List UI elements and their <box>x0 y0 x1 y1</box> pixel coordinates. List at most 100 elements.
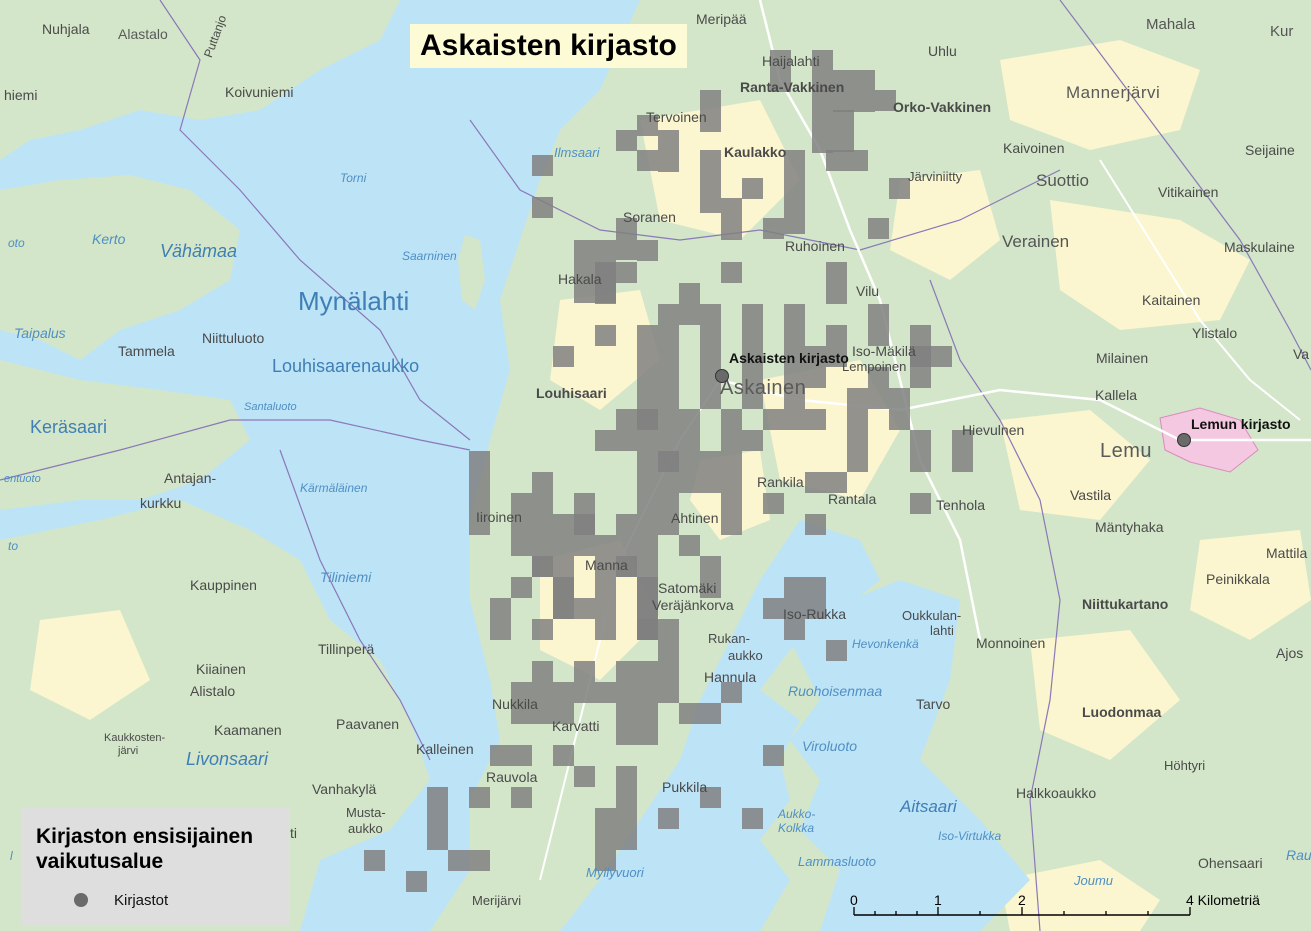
lemun-kirjasto-label[interactable]: Lemun kirjasto <box>1191 416 1291 432</box>
grid-cell <box>784 304 805 325</box>
place-label: Askainen <box>720 377 807 399</box>
place-label: Aitsaari <box>900 797 957 816</box>
grid-cell <box>721 514 742 535</box>
grid-cell <box>658 661 679 682</box>
field-11 <box>1000 860 1160 931</box>
grid-cell <box>700 304 721 325</box>
grid-cell <box>700 367 721 388</box>
grid-cell <box>679 451 700 472</box>
place-label: aukko <box>348 821 383 836</box>
grid-cell <box>553 346 574 367</box>
place-label: Joumu <box>1074 873 1114 888</box>
grid-cell <box>595 598 616 619</box>
grid-cell <box>847 430 868 451</box>
grid-cell <box>742 304 763 325</box>
place-label: Nuhjala <box>42 21 90 37</box>
grid-cell <box>490 619 511 640</box>
place-label: Tarvo <box>916 696 951 712</box>
grid-cell <box>595 682 616 703</box>
border-6 <box>929 279 1061 931</box>
grid-cell <box>532 682 553 703</box>
grid-cell <box>637 367 658 388</box>
grid-cell <box>679 304 700 325</box>
place-label: Alastalo <box>118 26 168 42</box>
grid-cell <box>847 409 868 430</box>
grid-cell <box>658 451 679 472</box>
grid-cell <box>532 514 553 535</box>
grid-cell <box>574 535 595 556</box>
grid-cell <box>637 346 658 367</box>
border-4 <box>469 119 1061 251</box>
grid-cell <box>616 808 637 829</box>
grid-cell <box>490 745 511 766</box>
place-label: Kiiainen <box>196 661 246 677</box>
place-label: Veräjänkorva <box>652 597 734 613</box>
grid-cell <box>742 346 763 367</box>
grid-cell <box>826 325 847 346</box>
grid-cell <box>784 150 805 171</box>
grid-cell <box>553 514 574 535</box>
grid-cell <box>595 283 616 304</box>
grid-cell <box>847 150 868 171</box>
legend-item-kirjastot: Kirjastot <box>74 892 168 909</box>
grid-cell <box>679 430 700 451</box>
grid-cell <box>637 703 658 724</box>
grid-cell <box>553 598 574 619</box>
grid-cell <box>616 787 637 808</box>
grid-cell <box>637 472 658 493</box>
place-label: Vähämaa <box>160 241 238 261</box>
influence-area-grid <box>364 50 973 892</box>
grid-cell <box>658 130 679 151</box>
legend: Kirjaston ensisijainen vaikutusalue Kirj… <box>22 808 290 926</box>
grid-cell <box>511 787 532 808</box>
grid-cell <box>595 850 616 871</box>
grid-cell <box>553 535 574 556</box>
place-label: Merijärvi <box>472 893 522 908</box>
grid-cell <box>826 262 847 283</box>
grid-cell <box>574 661 595 682</box>
grid-cell <box>616 409 637 430</box>
grid-cell <box>637 150 658 171</box>
grid-cell <box>574 282 595 303</box>
place-label: l <box>10 849 13 863</box>
grid-cell <box>812 71 833 92</box>
grid-cell <box>616 130 637 151</box>
place-label: Ilmsaari <box>554 145 600 160</box>
legend-title: Kirjaston ensisijainen vaikutusalue <box>36 824 286 874</box>
grid-cell <box>826 640 847 661</box>
grid-cell <box>763 218 784 239</box>
grid-cell <box>595 808 616 829</box>
grid-cell <box>679 409 700 430</box>
grid-cell <box>553 745 574 766</box>
place-label: Ruohoisenmaa <box>788 683 883 699</box>
legend-title-line2: vaikutusalue <box>36 850 164 873</box>
border-1 <box>159 0 471 441</box>
grid-cell <box>812 111 833 132</box>
grid-cell <box>721 262 742 283</box>
grid-cell <box>700 577 721 598</box>
place-label: Tervoinen <box>646 109 707 125</box>
grid-cell <box>826 346 847 367</box>
grid-cell <box>637 556 658 577</box>
place-label: hiemi <box>4 87 38 103</box>
place-label: Kauppinen <box>190 577 257 593</box>
grid-cell <box>700 787 721 808</box>
grid-cell <box>469 472 490 493</box>
grid-cell <box>553 556 574 577</box>
grid-cell <box>700 451 721 472</box>
place-label: Orko-Vakkinen <box>893 99 992 115</box>
grid-cell <box>511 577 532 598</box>
askaisten-kirjasto-label[interactable]: Askaisten kirjasto <box>729 350 849 366</box>
grid-cell <box>511 493 532 514</box>
grid-cell <box>679 535 700 556</box>
place-label: Tammela <box>118 343 175 359</box>
grid-cell <box>742 178 763 199</box>
grid-cell <box>658 493 679 514</box>
place-label: Lammasluoto <box>798 854 877 869</box>
grid-cell <box>784 577 805 598</box>
place-label: Monnoinen <box>976 635 1046 651</box>
place-label: Järviniitty <box>908 169 963 184</box>
grid-cell <box>854 70 875 91</box>
